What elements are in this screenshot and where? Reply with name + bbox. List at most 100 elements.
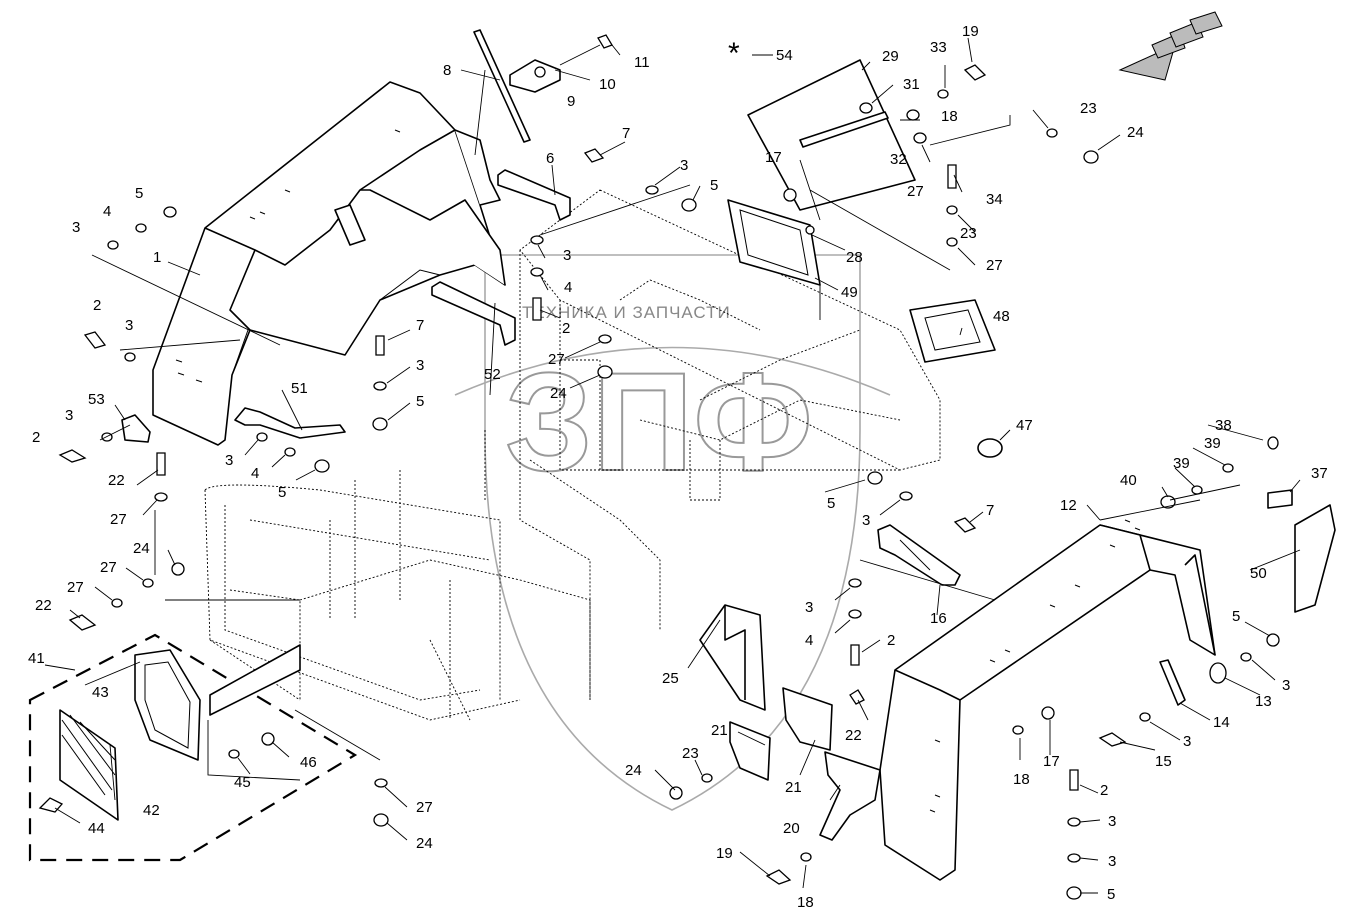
callout: 28	[846, 249, 863, 266]
callout: 18	[1013, 771, 1030, 788]
star-marker: *	[728, 37, 740, 70]
part-51-support-arm	[234, 407, 346, 439]
leader-lines	[44, 37, 1301, 894]
callout: 42	[143, 802, 160, 819]
callout: 25	[662, 670, 679, 687]
part-21-bracket-left	[729, 721, 771, 781]
part-20-support	[819, 751, 881, 841]
callout: 51	[291, 380, 308, 397]
part-14-strap	[1159, 659, 1186, 706]
callout: 19	[716, 845, 733, 862]
callout: 33	[930, 39, 947, 56]
callout: 40	[1120, 472, 1137, 489]
callout: 14	[1213, 714, 1230, 731]
callout: 3	[680, 157, 688, 174]
callout: 7	[622, 125, 630, 142]
part-1-left-hood	[152, 81, 506, 446]
callout: 21	[785, 779, 802, 796]
callout: 3	[1108, 813, 1116, 830]
callout: 23	[1080, 100, 1097, 117]
callout: 20	[783, 820, 800, 837]
callout: 17	[1043, 753, 1060, 770]
callout: 27	[110, 511, 127, 528]
callout: 3	[805, 599, 813, 616]
callout: 17	[765, 149, 782, 166]
callout: 2	[93, 297, 101, 314]
callout: 27	[986, 257, 1003, 274]
part-12-right-fender	[879, 519, 1216, 881]
callout: 5	[135, 185, 143, 202]
callout: 5	[1107, 886, 1115, 903]
callout: 5	[278, 484, 286, 501]
callout: 4	[103, 203, 111, 220]
callout: 27	[548, 351, 565, 368]
callout: 7	[986, 502, 994, 519]
part-50-cover	[1294, 504, 1336, 613]
callout: 2	[562, 320, 570, 337]
callout: 27	[100, 559, 117, 576]
callout: 27	[416, 799, 433, 816]
callout: 47	[1016, 417, 1033, 434]
callout: 34	[986, 191, 1003, 208]
callout: 2	[32, 429, 40, 446]
part-47-ring	[977, 438, 1003, 458]
callout: 3	[416, 357, 424, 374]
part-37-plate	[1267, 489, 1293, 509]
part-29-plate	[747, 59, 916, 211]
callout: 3	[1183, 733, 1191, 750]
direction-arrow	[1118, 11, 1223, 81]
callout: 21	[711, 722, 728, 739]
callout: 15	[1155, 753, 1172, 770]
callout: 5	[827, 495, 835, 512]
callout: 29	[882, 48, 899, 65]
callout: 4	[805, 632, 813, 649]
callout: 12	[1060, 497, 1077, 514]
callout: 37	[1311, 465, 1328, 482]
part-9-hinge	[509, 59, 561, 93]
callout: 18	[797, 894, 814, 911]
watermark-text: ТЕХНИКА И ЗАПЧАСТИ	[522, 303, 731, 322]
callout: 46	[300, 754, 317, 771]
callout: 2	[887, 632, 895, 649]
part-53-bracket	[121, 414, 151, 443]
callout: 1	[153, 249, 161, 266]
part-13-bushing	[1209, 662, 1227, 684]
callout: 52	[484, 366, 501, 383]
callout: 3	[125, 317, 133, 334]
part-48-gasket	[909, 299, 996, 363]
callout: 48	[993, 308, 1010, 325]
hardware	[38, 34, 1280, 900]
callout: 49	[841, 284, 858, 301]
callout: 23	[682, 745, 699, 762]
callout: 24	[625, 762, 642, 779]
callout: 45	[234, 774, 251, 791]
callout: 24	[1127, 124, 1144, 141]
lamp-assembly	[28, 633, 358, 862]
callout: 22	[845, 727, 862, 744]
callout: 3	[65, 407, 73, 424]
callout: 6	[546, 150, 554, 167]
callout: 24	[416, 835, 433, 852]
callout: 3	[1108, 853, 1116, 870]
callout: 50	[1250, 565, 1267, 582]
callout: 3	[862, 512, 870, 529]
callout: 27	[67, 579, 84, 596]
callout: 13	[1255, 693, 1272, 710]
callout: 3	[225, 452, 233, 469]
star-marker-number: 54	[776, 47, 793, 64]
callout: 3	[563, 247, 571, 264]
callout: 10	[599, 76, 616, 93]
callout: 4	[251, 465, 259, 482]
part-21-bracket-right	[782, 687, 833, 751]
callout: 19	[962, 23, 979, 40]
callout: 38	[1215, 417, 1232, 434]
part-6-bracket	[497, 169, 571, 221]
callout: 16	[930, 610, 947, 627]
part-16-bracket	[877, 524, 961, 586]
callout: 5	[1232, 608, 1240, 625]
callout: 39	[1173, 455, 1190, 472]
callout: 22	[108, 472, 125, 489]
callout: 9	[567, 93, 575, 110]
